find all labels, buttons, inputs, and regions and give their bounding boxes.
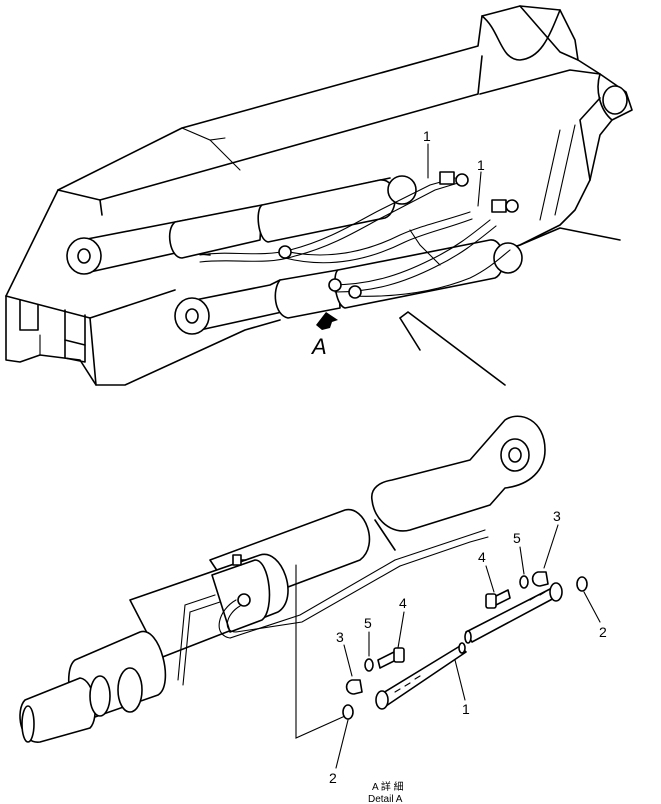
- lockwasher-part-5-left: [364, 658, 374, 672]
- svg-text:4: 4: [399, 595, 407, 611]
- svg-text:4: 4: [478, 549, 486, 565]
- callout-5-left: 5: [364, 615, 372, 657]
- callout-2-right: 2: [583, 591, 607, 640]
- svg-text:5: 5: [364, 615, 372, 631]
- clamp-part-3-right: [531, 571, 549, 587]
- bolt-part-4-right: [485, 589, 511, 609]
- callout-3-right: 3: [543, 508, 561, 569]
- callout-1-top-left: 1: [423, 128, 431, 179]
- boom-assembly: [5, 5, 633, 386]
- svg-text:1: 1: [423, 128, 431, 144]
- detail-a-cylinder: [19, 415, 546, 743]
- washer-part-2-left: [342, 704, 354, 720]
- svg-text:5: 5: [513, 530, 521, 546]
- lockwasher-part-5-right: [519, 575, 529, 589]
- boom-cylinder-lower: [174, 239, 523, 335]
- hose-part-1-left: [375, 642, 467, 710]
- bolt-part-4-left: [377, 647, 405, 669]
- callout-3-left: 3: [336, 629, 353, 677]
- boom-cylinder-upper: [66, 175, 417, 275]
- view-arrow-a: A: [310, 312, 338, 359]
- svg-text:1: 1: [462, 701, 470, 717]
- svg-text:1: 1: [477, 157, 485, 173]
- callout-2-left: 2: [329, 719, 349, 786]
- clamp-part-3-left: [345, 679, 363, 695]
- callout-5-right: 5: [513, 530, 525, 575]
- washer-part-2-right: [576, 576, 588, 592]
- svg-text:3: 3: [553, 508, 561, 524]
- svg-text:3: 3: [336, 629, 344, 645]
- hose-part-1-right: [464, 582, 563, 644]
- svg-text:2: 2: [329, 770, 337, 786]
- callout-1: 1: [454, 659, 470, 717]
- hydraulic-hoses-top: [199, 171, 519, 299]
- callout-4-left: 4: [397, 595, 407, 649]
- view-label: A: [310, 334, 327, 359]
- detail-caption: A 詳 細 Detail A: [368, 780, 404, 804]
- caption-line-1: A 詳 細: [372, 780, 404, 793]
- callout-1-top-right: 1: [477, 157, 485, 207]
- caption-line-2: Detail A: [368, 794, 403, 804]
- svg-text:2: 2: [599, 624, 607, 640]
- callout-4-right: 4: [478, 549, 495, 593]
